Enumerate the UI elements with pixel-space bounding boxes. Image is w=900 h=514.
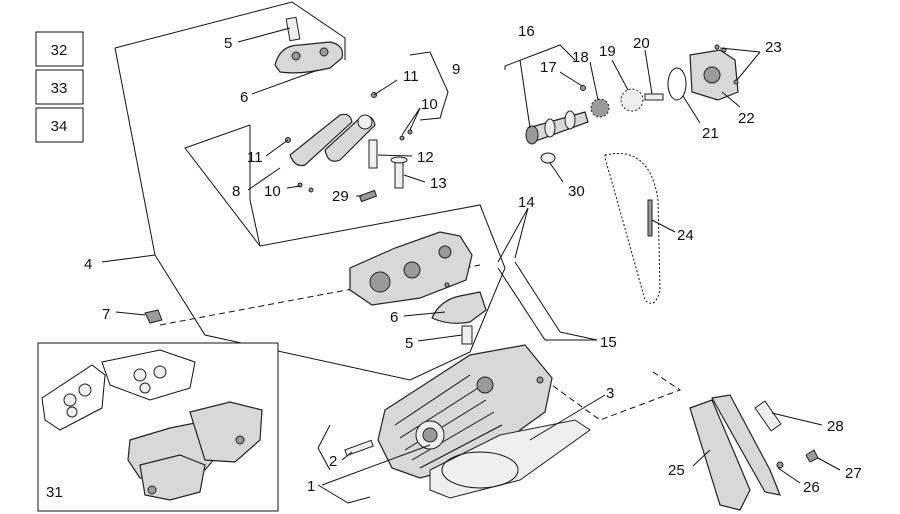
callout-labels: 5 6 9 11 10 11 8 10 12 13 29 16 17 18 19… [46,23,862,501]
push-rods [497,261,561,341]
callout-2: 2 [329,453,337,470]
rocker-arm-lower [431,291,487,345]
ref-box-33: 33 [35,69,84,105]
rocker-arm-top [274,16,344,74]
chain-guide [689,394,819,511]
callout-4: 4 [84,256,92,273]
ref-box-label: 33 [51,80,68,97]
callout-21: 21 [702,125,719,142]
ref-box-label: 34 [51,118,68,135]
callout-15: 15 [600,334,617,351]
callout-28: 28 [827,418,844,435]
ref-box-32: 32 [35,31,84,67]
callout-18: 18 [572,49,589,66]
callout-23: 23 [765,39,782,56]
callout-12: 12 [417,149,434,166]
callout-20: 20 [633,35,650,52]
callout-11: 11 [403,68,419,85]
callout-27: 27 [845,465,862,482]
callout-1: 1 [307,478,315,495]
head-gasket [429,419,591,499]
callout-22: 22 [738,110,755,127]
assembly-outline [114,1,682,421]
camshaft-assembly [525,44,739,164]
cylinder-head [344,344,553,479]
callout-14: 14 [518,194,535,211]
callout-5: 5 [405,335,413,352]
ref-box-label: 32 [51,42,68,59]
callout-6: 6 [240,89,248,106]
callout-24: 24 [677,227,694,244]
callout-8: 8 [232,183,240,200]
callout-13: 13 [430,175,447,192]
rocker-shafts [285,92,413,203]
callout-17: 17 [540,59,557,76]
callout-3: 3 [606,385,614,402]
callout-11: 11 [247,149,263,166]
callout-31: 31 [46,484,63,501]
timing-chain [604,153,661,304]
kit-box-31 [37,342,279,512]
clip-7 [144,309,163,324]
callout-10: 10 [264,183,281,200]
callout-9: 9 [452,61,460,78]
callout-19: 19 [599,43,616,60]
callout-29: 29 [332,188,349,205]
callout-25: 25 [668,462,685,479]
callout-5: 5 [224,35,232,52]
callout-16: 16 [518,23,535,40]
valve-cover [349,231,473,306]
callout-6: 6 [390,309,398,326]
ref-box-34: 34 [35,107,84,143]
callout-26: 26 [803,479,820,496]
callout-7: 7 [102,306,110,323]
leader-lines [101,27,841,504]
callout-30: 30 [568,183,585,200]
callout-10: 10 [421,96,438,113]
